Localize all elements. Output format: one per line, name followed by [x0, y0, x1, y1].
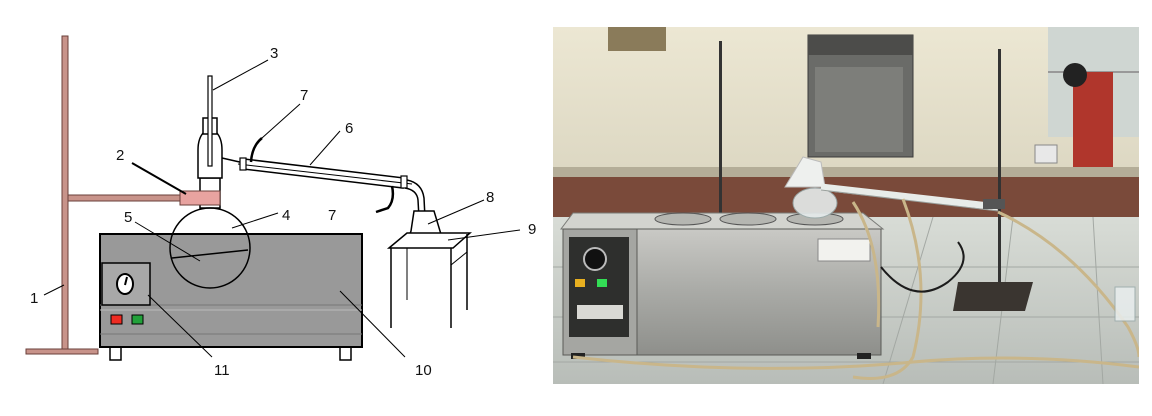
indicator-red — [110, 314, 123, 325]
bath-knob — [583, 247, 607, 271]
flask-bulb — [169, 207, 251, 289]
bath-sticker — [817, 238, 871, 262]
water-hose-inlet — [375, 185, 395, 214]
leader-7a — [261, 103, 301, 139]
bath-foot-left — [109, 345, 122, 361]
liquid-level — [171, 249, 249, 259]
leader-5 — [134, 221, 201, 262]
knob-pointer — [124, 276, 128, 286]
leader-lines — [43, 59, 521, 358]
condenser-joint-left — [239, 157, 247, 171]
bath-indicator-yellow — [575, 279, 585, 287]
condenser-inner-tube — [237, 163, 413, 185]
photo-hoses — [572, 198, 1139, 380]
clamp-arm — [67, 194, 181, 202]
water-bath — [99, 233, 363, 361]
bath-foot-left — [571, 353, 585, 359]
thermometer — [207, 75, 213, 167]
bath-foot-right — [857, 353, 871, 359]
photo-stand-rod-left — [719, 41, 722, 216]
leader-6 — [309, 130, 341, 166]
bath-ring-1 — [654, 212, 712, 226]
stand-base — [25, 348, 99, 355]
distillation-head — [197, 75, 245, 179]
label-clamp: 2 — [116, 147, 124, 164]
bath-ring-2 — [719, 212, 777, 226]
photo-head-wrapping — [784, 156, 826, 188]
condenser — [237, 137, 426, 219]
bath-foot-right — [339, 345, 352, 361]
label-stand: 1 — [30, 290, 38, 307]
photo-power-cable — [880, 241, 965, 293]
label-water-bath: 10 — [415, 362, 432, 379]
label-support: 9 — [528, 221, 536, 238]
photo-balance — [1073, 72, 1113, 167]
photo-oven-top — [808, 35, 913, 55]
receiver-adapter — [406, 179, 426, 219]
photo-clamp — [983, 199, 1005, 209]
photo-glassware — [784, 156, 1005, 219]
photo-condenser-edge — [820, 189, 999, 212]
photo-picture-frame — [608, 27, 666, 51]
bath-indicator-green — [597, 279, 607, 287]
label-flask: 4 — [282, 207, 290, 224]
photo-beaker — [1114, 286, 1136, 322]
photo-water-bath — [560, 212, 885, 359]
leader-4 — [231, 212, 279, 229]
receiver-adapter-2 — [404, 187, 420, 219]
leader-2 — [131, 162, 187, 195]
clamp-holder-front — [179, 190, 221, 206]
water-hose-outlet — [249, 137, 263, 163]
leader-11 — [147, 294, 213, 358]
bath-plate — [577, 305, 623, 319]
leader-1 — [43, 284, 65, 296]
stand-crossbar — [450, 251, 468, 266]
label-control-panel: 11 — [214, 362, 230, 379]
leader-9 — [447, 229, 521, 241]
label-hose-inlet: 7 — [328, 207, 336, 224]
photo-balance-head — [1063, 63, 1087, 87]
apparatus-photo — [553, 27, 1139, 384]
label-receiver: 8 — [486, 189, 494, 206]
support-stand — [386, 232, 472, 328]
leader-8 — [427, 199, 485, 225]
condenser-joint-right — [400, 175, 408, 189]
leader-3 — [212, 59, 269, 91]
photo-stand-rod-right — [998, 49, 1001, 304]
stand-top — [386, 232, 472, 249]
label-condenser: 6 — [345, 120, 353, 137]
indicator-green — [131, 314, 144, 325]
photo-counter — [553, 177, 1139, 217]
photo-flask — [792, 187, 838, 219]
leader-10 — [339, 290, 406, 358]
photo-condenser — [820, 183, 999, 211]
photo-stand-base — [953, 282, 1033, 311]
label-hose-outlet: 7 — [300, 87, 308, 104]
apparatus-diagram: 1 2 3 4 5 6 7 7 8 9 10 11 — [25, 35, 536, 379]
stand-rod — [61, 35, 69, 353]
photo-cup — [1034, 144, 1058, 164]
photo-shelf — [553, 167, 1139, 177]
label-thermometer: 3 — [270, 45, 278, 62]
label-liquid: 5 — [124, 209, 132, 226]
photo-oven-door — [815, 67, 903, 152]
